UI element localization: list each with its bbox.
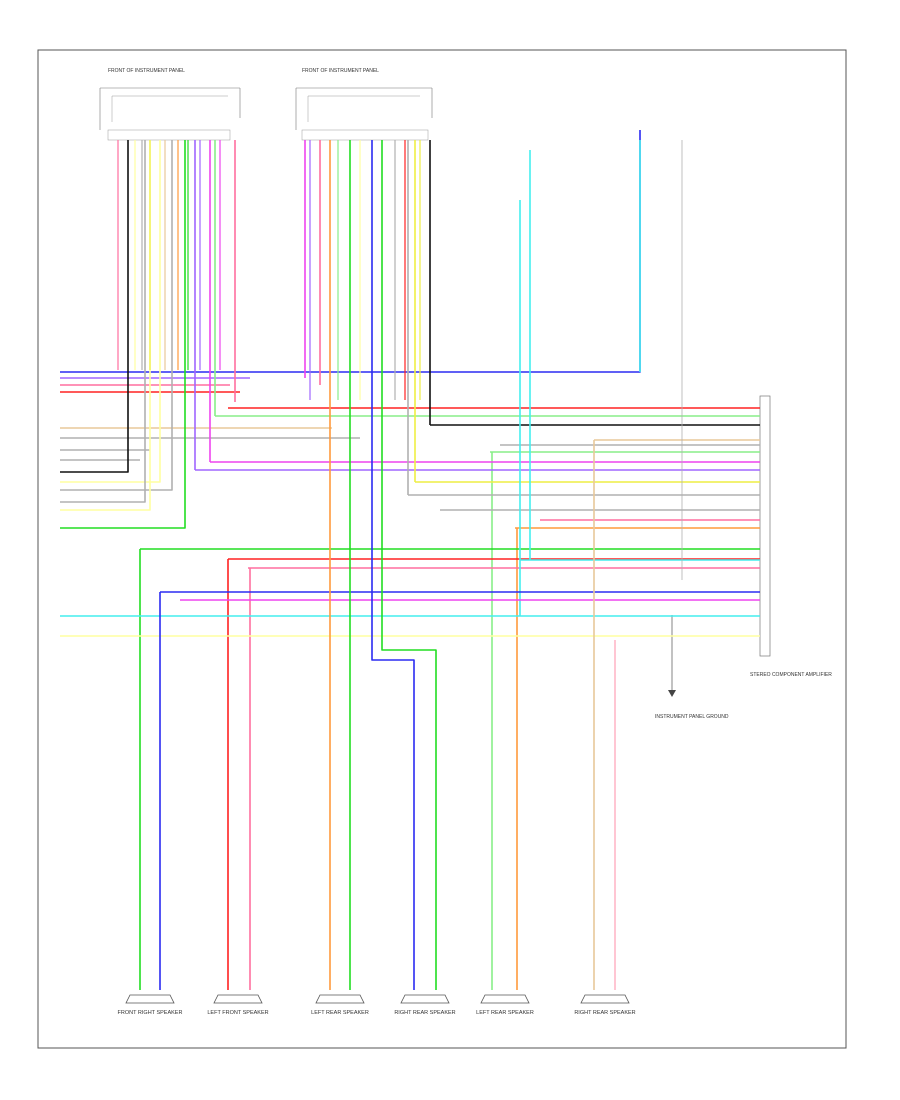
ground-label: INSTRUMENT PANEL GROUND	[655, 714, 729, 720]
wire-green-39	[381, 140, 437, 990]
speaker-body	[125, 994, 175, 1004]
wire-lightgreen-6	[214, 140, 760, 417]
wire-violet-15	[194, 140, 760, 471]
front-center-module-label: FRONT OF INSTRUMENT PANEL	[302, 68, 379, 74]
wire-lightgreen-11	[490, 451, 760, 990]
speaker-5: RIGHT REAR SPEAKER	[574, 994, 636, 1016]
speaker-label: RIGHT REAR SPEAKER	[574, 1010, 635, 1016]
diagram-frame	[37, 49, 847, 1049]
wire-black-16	[60, 140, 129, 473]
wire-gray-21	[60, 140, 146, 503]
speaker-body	[315, 994, 365, 1004]
wire-tan-34	[593, 439, 760, 990]
speaker-label: LEFT REAR SPEAKER	[476, 1010, 534, 1016]
wire-red-28	[227, 558, 760, 990]
speaker-label: FRONT RIGHT SPEAKER	[118, 1010, 183, 1016]
wire-yellow-18	[414, 140, 760, 483]
wire-blue-38	[371, 140, 415, 990]
wire-gray-20	[407, 140, 760, 496]
speaker-3: RIGHT REAR SPEAKER	[394, 994, 456, 1016]
front-left-module-label: FRONT OF INSTRUMENT PANEL	[108, 68, 185, 74]
speaker-label: LEFT REAR SPEAKER	[311, 1010, 369, 1016]
speaker-2: LEFT REAR SPEAKER	[311, 994, 369, 1016]
speaker-label: LEFT FRONT SPEAKER	[207, 1010, 268, 1016]
wire-blue-32	[159, 591, 760, 990]
speaker-0: FRONT RIGHT SPEAKER	[118, 994, 183, 1016]
wire-gray-19	[60, 140, 173, 491]
front-left-connector: FRONT OF INSTRUMENT PANEL	[99, 68, 241, 141]
wire-black-7	[429, 140, 760, 426]
wire-lightyellow-17	[60, 140, 161, 483]
amplifier-connector: STEREO COMPONENT AMPLIFIER	[750, 395, 832, 678]
ground-symbol: INSTRUMENT PANEL GROUND	[655, 615, 729, 720]
amplifier-label: STEREO COMPONENT AMPLIFIER	[750, 672, 832, 678]
wire-cyan-30	[60, 200, 760, 617]
wire-green-24	[60, 140, 186, 529]
wire-lightyellow-22	[60, 140, 151, 511]
speaker-body	[400, 994, 450, 1004]
speaker-1: LEFT FRONT SPEAKER	[207, 994, 269, 1016]
speaker-label: RIGHT REAR SPEAKER	[394, 1010, 455, 1016]
wires	[60, 130, 760, 990]
speakers: FRONT RIGHT SPEAKER LEFT FRONT SPEAKER LEF…	[118, 994, 636, 1016]
wire-pink-29	[248, 567, 760, 990]
speaker-4: LEFT REAR SPEAKER	[476, 994, 534, 1016]
front-center-connector: FRONT OF INSTRUMENT PANEL	[295, 68, 433, 141]
wire-orange-25	[515, 527, 760, 990]
wire-magenta-14	[209, 140, 760, 463]
speaker-body	[213, 994, 263, 1004]
speaker-body	[480, 994, 530, 1004]
speaker-body	[580, 994, 630, 1004]
wire-green-27	[139, 548, 760, 990]
